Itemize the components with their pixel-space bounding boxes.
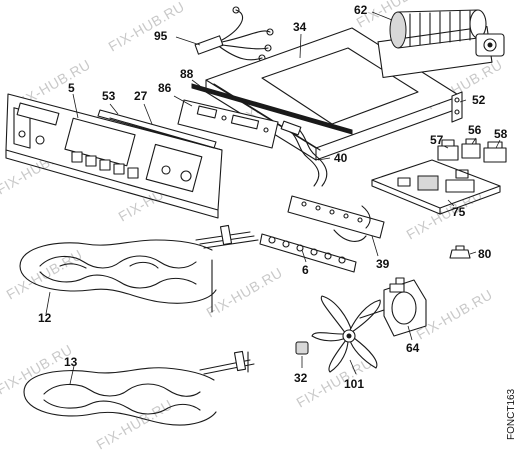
callout-57: 57 xyxy=(430,133,444,147)
callout-labels: 95 34 62 5 53 27 86 88 52 57 56 58 40 75… xyxy=(38,3,508,391)
part-13-bottom-heating-element xyxy=(23,350,255,426)
callout-12: 12 xyxy=(38,311,52,325)
callout-56: 56 xyxy=(468,123,482,137)
part-6-switch-board xyxy=(259,233,357,273)
part-80-clip xyxy=(449,245,471,259)
callout-86: 86 xyxy=(158,81,172,95)
callout-13: 13 xyxy=(64,355,78,369)
watermark-text: FIX-HUB.RU xyxy=(4,246,86,302)
part-75-power-board xyxy=(371,159,501,215)
callout-5: 5 xyxy=(68,81,75,95)
callout-95: 95 xyxy=(154,29,168,43)
part-32-nut xyxy=(295,341,309,355)
part-58-relay xyxy=(483,141,507,163)
watermark-text: FIX-HUB.RU xyxy=(106,0,188,55)
part-27-trim-strip xyxy=(109,117,223,151)
part-101-fan-blade xyxy=(311,295,381,373)
callout-58: 58 xyxy=(494,127,508,141)
part-56-relay xyxy=(461,138,481,159)
callout-101: 101 xyxy=(344,377,364,391)
part-57-relay xyxy=(437,139,459,161)
part-62-tangential-fan xyxy=(377,9,505,79)
watermark-text: FIX-HUB.RU xyxy=(204,264,286,320)
part-88-seal-strip xyxy=(191,83,353,135)
part-39-control-board xyxy=(287,195,385,242)
callout-75: 75 xyxy=(452,205,466,219)
drawing-code: FONCT163 xyxy=(506,388,517,440)
callout-32: 32 xyxy=(294,371,308,385)
callout-62: 62 xyxy=(354,3,368,17)
part-12-top-heating-element xyxy=(19,224,259,313)
callout-6: 6 xyxy=(302,263,309,277)
callout-80: 80 xyxy=(478,247,492,261)
callout-52: 52 xyxy=(472,93,486,107)
part-64-fan-motor xyxy=(359,277,427,337)
part-40-ribbon-cable xyxy=(280,120,328,187)
callout-88: 88 xyxy=(180,67,194,81)
part-5-control-panel-frame xyxy=(5,93,223,219)
part-86-display-module xyxy=(177,99,279,149)
callout-27: 27 xyxy=(134,89,148,103)
part-52-bracket xyxy=(451,91,463,123)
callout-53: 53 xyxy=(102,89,116,103)
leader-lines xyxy=(45,11,501,385)
callout-34: 34 xyxy=(293,20,307,34)
callout-39: 39 xyxy=(376,257,390,271)
watermark-text: FIX-HUB.RU xyxy=(0,341,75,397)
callout-64: 64 xyxy=(406,341,420,355)
callout-40: 40 xyxy=(334,151,348,165)
part-95-wiring-harness xyxy=(194,6,274,62)
